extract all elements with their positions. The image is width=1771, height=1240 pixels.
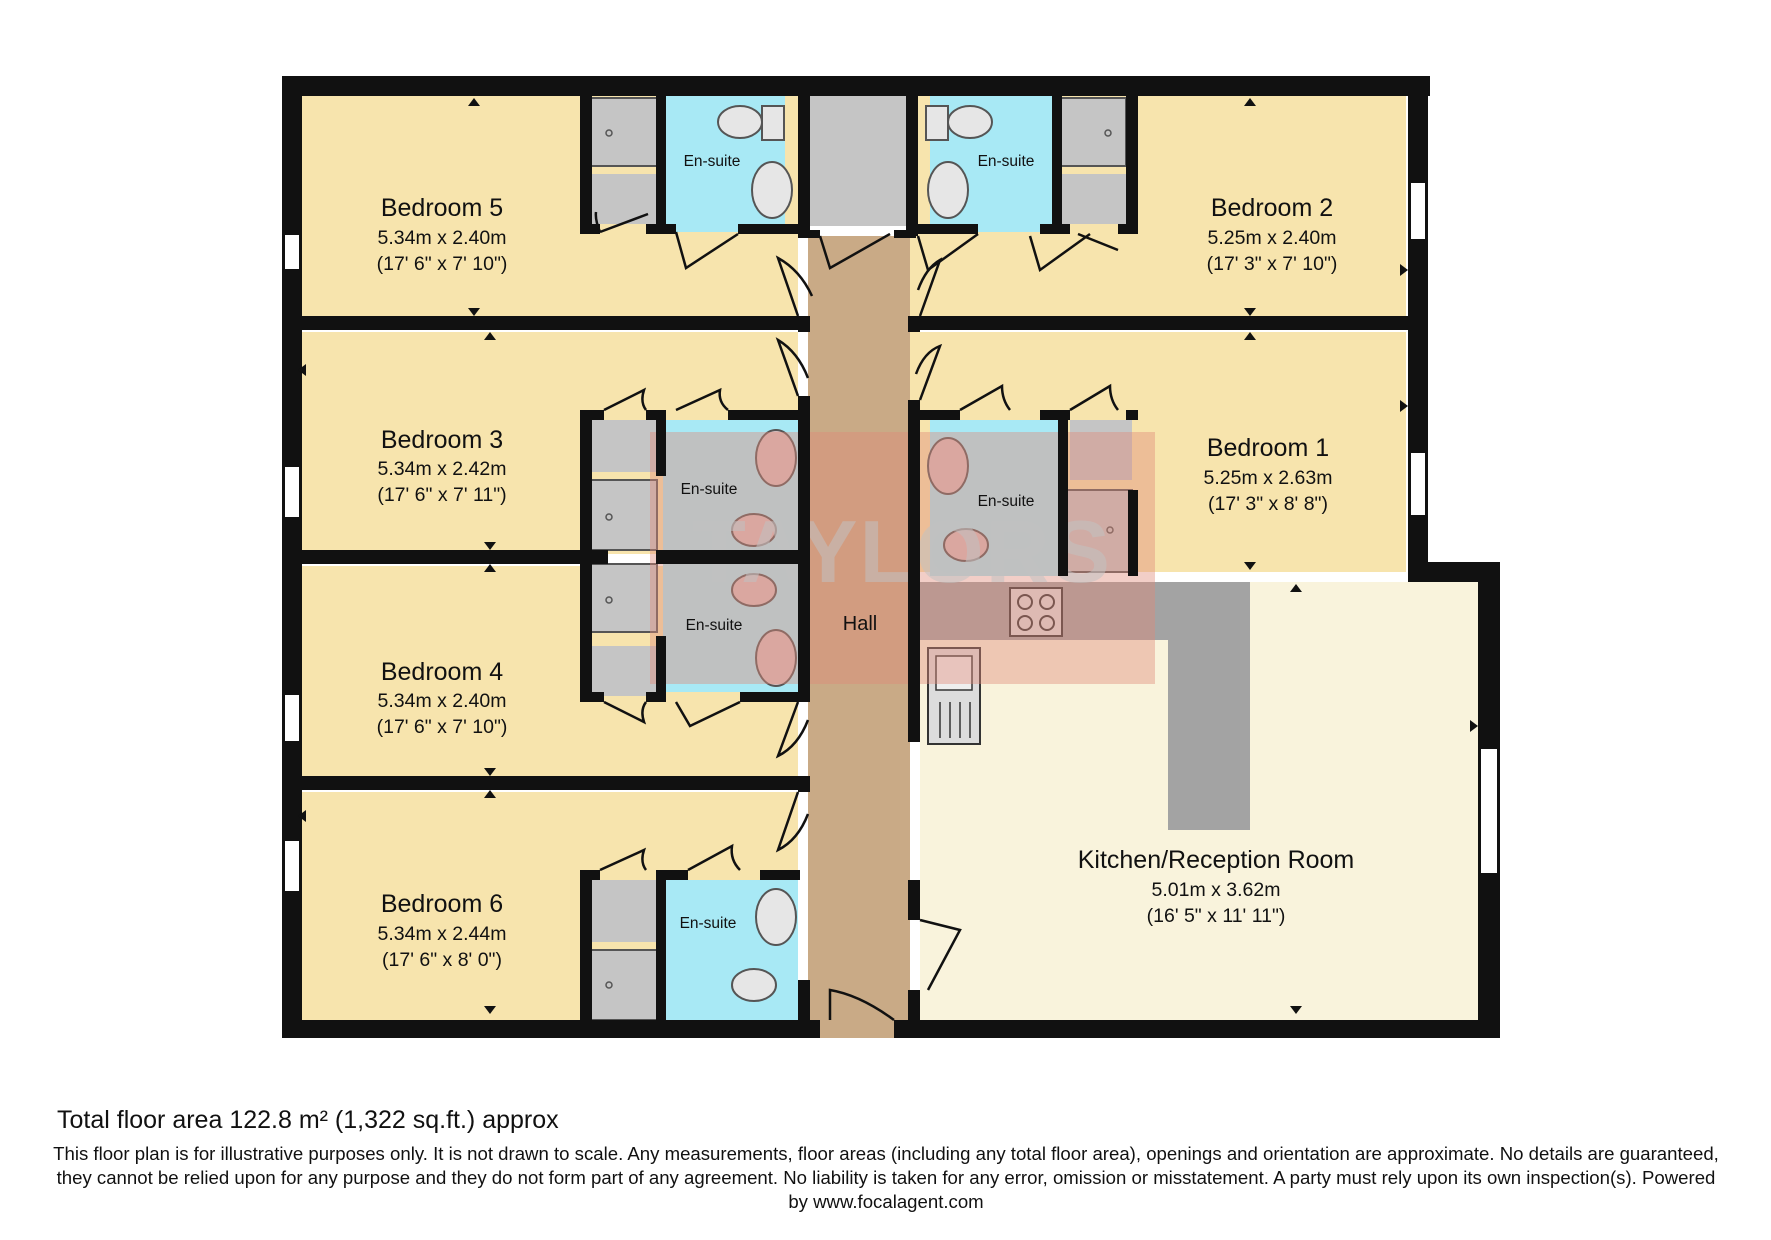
disclaimer-text: This floor plan is for illustrative purp… [53,1143,1719,1212]
ensuite-b1-cupboard [1070,420,1132,480]
ensuite-b5-cupboard [591,174,657,224]
basin-icon [755,888,797,946]
door-swing [775,701,810,759]
bedroom4-metric: 5.34m x 2.40m [378,690,507,712]
window [283,233,301,271]
bedroom1-metric: 5.25m x 2.63m [1204,467,1333,489]
door-swing [603,387,648,412]
ensuite-b6-shower [590,949,658,1021]
windows [283,181,1499,893]
bedroom1-imperial: (17' 3" x 8' 8") [1208,493,1328,515]
kitchen-name: Kitchen/Reception Room [1078,846,1355,874]
door-swing [674,700,741,728]
bedroom1-name: Bedroom 1 [1207,434,1329,462]
bedroom6-imperial: (17' 6" x 8' 0") [382,949,502,971]
kitchen-worktop [920,582,1250,830]
ensuite-b5-shower [590,97,658,167]
toilet-icon [947,105,993,139]
total-floor-area: Total floor area 122.8 m² (1,322 sq.ft.)… [57,1106,559,1134]
window [1409,451,1427,517]
toilet-icon [731,573,777,607]
ensuite-b6-cupboard [591,880,657,942]
bedroom3-metric: 5.34m x 2.42m [378,458,507,480]
room-labels: Bedroom 5 5.34m x 2.40m (17' 6" x 7' 10"… [377,153,1355,971]
ensuite-b4-shower [590,563,658,633]
door-swing [1069,383,1119,412]
window [283,839,301,893]
toilet-icon [943,528,989,562]
bedroom5-metric: 5.34m x 2.40m [378,227,507,249]
ensuite-b4-cupboard [591,646,657,696]
door-swing [603,700,648,725]
door-swing [818,232,891,270]
ensuite-label-b1: En-suite [978,493,1035,510]
bedroom6-name: Bedroom 6 [381,890,503,918]
door-swing [916,257,943,317]
kitchen-imperial: (16' 5" x 11' 11") [1147,905,1286,927]
door-swing [687,843,741,872]
bedroom2-metric: 5.25m x 2.40m [1208,227,1337,249]
basin-icon [751,161,793,219]
basin-icon [927,437,969,495]
ensuite-b2-shower [1059,97,1127,167]
doors [594,211,1119,1022]
window [283,693,301,743]
door-swing [775,337,810,397]
door-swing [599,847,648,872]
kitchen-metric: 5.01m x 3.62m [1152,879,1281,901]
door-swing [1028,232,1091,273]
door-swing [1077,232,1119,252]
door-swing [828,988,895,1022]
toilet-icon [731,968,777,1002]
door-swing [594,211,649,234]
sanitary-fittings [717,105,993,1002]
bedroom4-imperial: (17' 6" x 7' 10") [377,716,508,738]
bedroom3-imperial: (17' 6" x 7' 11") [377,484,506,506]
hall-name: Hall [843,613,877,635]
ensuite-b3-shower [590,479,658,551]
bedroom3-name: Bedroom 3 [381,426,503,454]
bedroom2-imperial: (17' 3" x 7' 10") [1207,253,1338,275]
door-swing [959,383,1011,412]
watermark: TAYLORS [650,432,1155,684]
bedroom2-name: Bedroom 2 [1211,194,1333,222]
hob-icon [1009,587,1063,637]
hall-cupboard [810,96,916,226]
door-swing [919,918,962,991]
basin-icon [755,629,797,687]
toilet-icon [717,105,763,139]
door-swing [674,231,739,270]
floor-plan: TAYLORS [282,76,1500,1038]
kitchen-fittings [920,582,1250,830]
toilet-cistern-icon [925,105,949,141]
basin-icon [755,429,797,487]
ensuite-label-b3: En-suite [681,481,738,498]
ensuite-b3-cupboard [591,420,657,472]
bedroom6-metric: 5.34m x 2.44m [378,923,507,945]
toilet-cistern-icon [761,105,785,141]
door-swing [775,791,810,853]
bedroom5-name: Bedroom 5 [381,194,503,222]
toilet-icon [731,513,777,547]
front-door-opening [820,1020,894,1038]
hall-floor [808,236,910,1030]
ensuite-label-b4: En-suite [686,617,743,634]
ensuite-label-b2: En-suite [978,153,1035,170]
window [283,465,301,519]
basin-icon [927,161,969,219]
dimension-markers [298,98,1478,1014]
ensuite-label-b6: En-suite [680,915,737,932]
ensuite-b2-cupboard [1060,174,1126,224]
door-swing [914,343,943,401]
door-swing [675,387,729,412]
bedroom4-name: Bedroom 4 [381,658,503,686]
door-swing [775,255,814,317]
window [1479,747,1499,875]
bedroom5-imperial: (17' 6" x 7' 10") [377,253,508,275]
ensuite-label-b5: En-suite [684,153,741,170]
window [1409,181,1427,241]
